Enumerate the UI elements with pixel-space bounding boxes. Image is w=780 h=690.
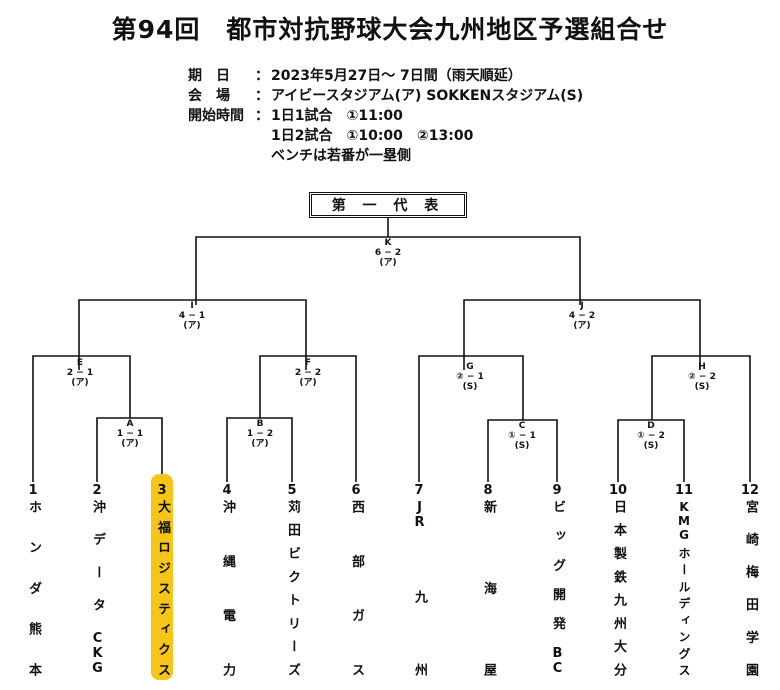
period-value: 2023年5月27日～ 7日間（雨天順延） xyxy=(271,68,522,84)
time-label: 開始時間 xyxy=(188,108,244,124)
match-J: J 4 − 2 (ア) xyxy=(568,301,596,331)
team-8: 8 新海屋 xyxy=(481,483,496,676)
time-value-1: 1日1試合 ①11:00 xyxy=(271,108,403,124)
period-label: 期 日 xyxy=(188,68,230,84)
event-info: 期 日 ： 2023年5月27日～ 7日間（雨天順延） 会 場 ： アイビースタ… xyxy=(188,66,583,166)
info-time-2: 1日2試合 ①10:00 ②13:00 xyxy=(188,126,583,146)
team-5: 5 苅田ビクトリーズ xyxy=(285,483,300,676)
time-value-2b: ②13:00 xyxy=(416,128,474,144)
bracket-F xyxy=(259,355,357,482)
time-value-2a: 1日2試合 ①10:00 xyxy=(271,128,403,144)
team-12: 12 宮崎梅田学園 xyxy=(740,483,760,676)
bracket-J xyxy=(463,299,701,370)
team-3: 3 大福ロジスティクス xyxy=(151,474,173,680)
match-A: A 1 − 1 (ア) xyxy=(116,419,144,449)
match-D: D ① − 2 (S) xyxy=(637,421,665,451)
team-6: 6 西部ガス xyxy=(349,483,364,676)
bench-note: ベンチは若番が一塁側 xyxy=(271,148,411,164)
team-1: 1 ホンダ熊本 xyxy=(26,483,41,676)
info-time: 開始時間 ： 1日1試合 ①11:00 xyxy=(188,108,403,124)
match-B: B 1 − 2 (ア) xyxy=(246,419,274,449)
match-G: G ② − 1 (S) xyxy=(456,362,484,392)
bracket-I xyxy=(78,299,307,370)
team-10: 10 日本製鉄九州大分 xyxy=(608,483,628,676)
match-I: I 4 − 1 (ア) xyxy=(178,301,206,331)
bracket-E xyxy=(32,355,131,482)
match-F: F 2 − 2 (ア) xyxy=(294,358,322,388)
bracket-A xyxy=(96,417,163,482)
info-period: 期 日 ： 2023年5月27日～ 7日間（雨天順延） xyxy=(188,68,522,84)
bracket-K xyxy=(195,236,581,305)
team-4: 4 沖縄電力 xyxy=(220,483,235,676)
bracket-B xyxy=(226,417,293,482)
team-2: 2 沖データCKG xyxy=(90,483,105,676)
team-11: 11 KMGホールディングス xyxy=(674,483,694,676)
bracket-G xyxy=(418,355,524,482)
team-9: 9 ビッグ開発BC xyxy=(550,483,565,676)
match-C: C ① − 1 (S) xyxy=(508,421,536,451)
info-bench: ベンチは若番が一塁側 xyxy=(188,146,583,166)
bracket-H xyxy=(651,355,751,482)
team-7: 7 JR九州 xyxy=(412,483,427,676)
champion-label: 第 一 代 表 xyxy=(331,198,445,214)
info-venue: 会 場 ： アイビースタジアム(ア) SOKKENスタジアム(S) xyxy=(188,88,584,104)
match-K: K 6 − 2 (ア) xyxy=(374,238,402,268)
match-E: E 2 − 1 (ア) xyxy=(66,358,94,388)
bracket-D xyxy=(617,419,685,482)
match-H: H ② − 2 (S) xyxy=(688,362,716,392)
bracket-C xyxy=(487,419,558,482)
venue-label: 会 場 xyxy=(188,88,230,104)
venue-value: アイビースタジアム(ア) SOKKENスタジアム(S) xyxy=(271,88,584,104)
page-title: 第94回 都市対抗野球大会九州地区予選組合せ xyxy=(111,15,669,44)
champion-box: 第 一 代 表 xyxy=(309,192,467,218)
